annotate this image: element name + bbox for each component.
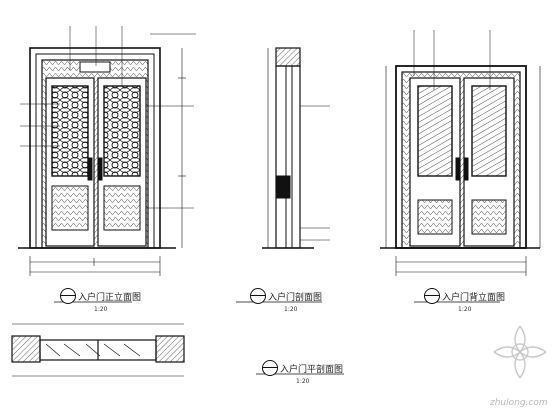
watermark-text: zhulong.com [490,398,548,408]
view-marker-plan [262,360,278,376]
view-scale-back: 1:20 [458,306,472,313]
view-marker-back [424,288,440,304]
view-title-section: 入户门剖面图 [268,293,323,303]
plan-section-drawing [11,323,185,377]
view-scale-section: 1:20 [284,306,298,313]
view-title-plan: 入户门平剖面图 [280,365,344,375]
back-elevation-drawing [380,30,541,276]
view-scale-plan: 1:20 [296,378,310,385]
watermark-logo [493,325,547,379]
front-elevation-drawing [18,26,196,276]
view-title-front: 入户门正立面图 [78,293,142,303]
view-title-back: 入户门背立面图 [442,293,506,303]
view-marker-section [250,288,266,304]
view-marker-front [60,288,76,304]
view-scale-front: 1:20 [94,306,108,313]
section-drawing [262,47,330,249]
